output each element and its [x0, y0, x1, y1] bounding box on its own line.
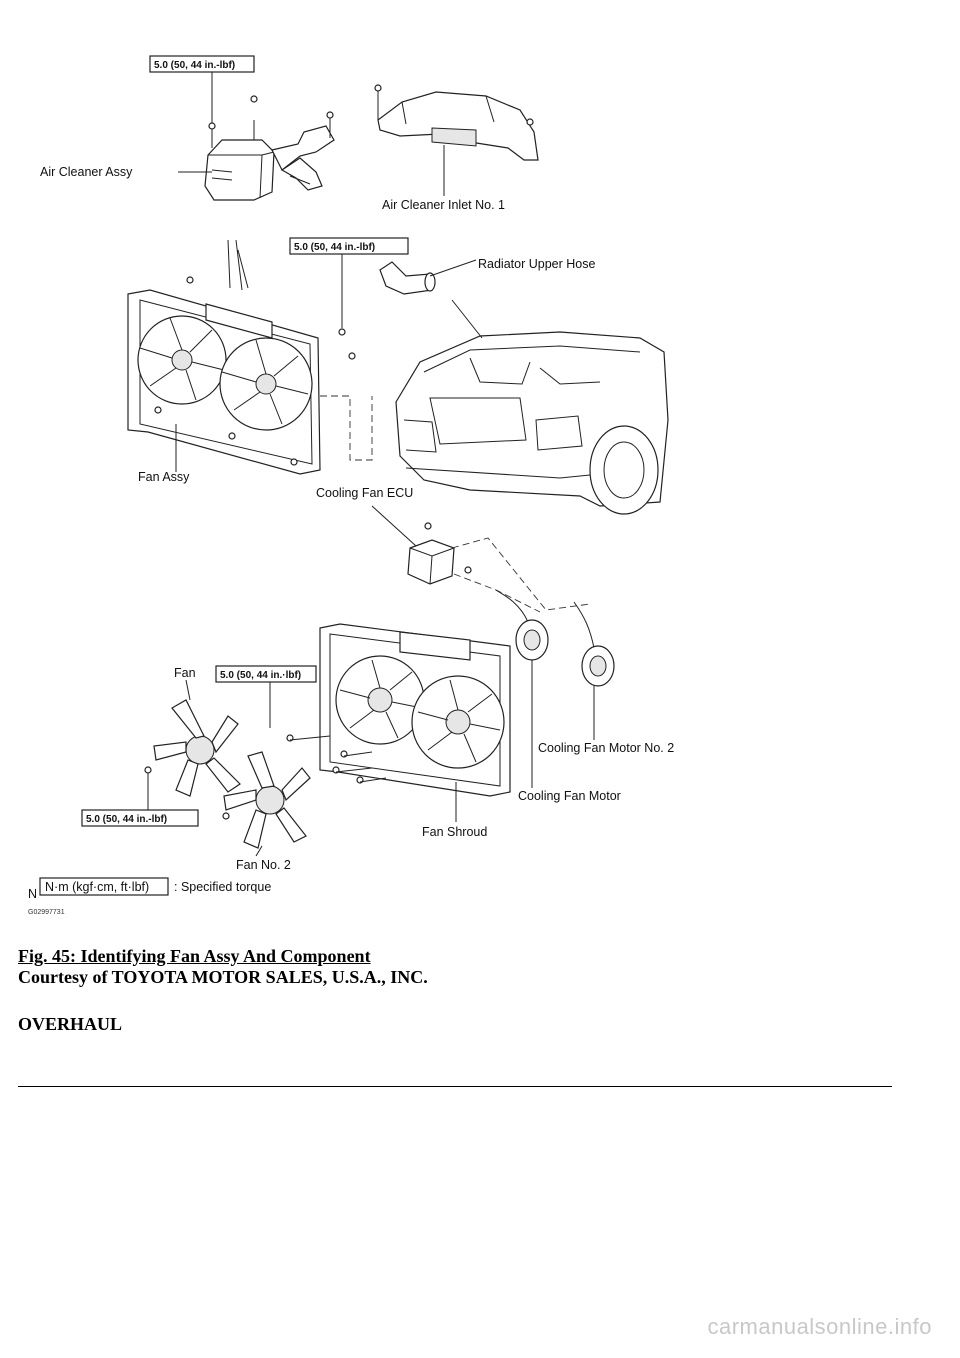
legend-unit-box: N·m (kgf·cm, ft·lbf) [45, 880, 149, 894]
air-cleaner-torque-value: 5.0 (50, 44 in.-lbf) [154, 60, 235, 71]
cooling-fan-ecu-drawing [371, 505, 591, 613]
fan-no2-label: Fan No. 2 [236, 858, 291, 872]
fan-shroud-torque-box: 5.0 (50, 44 in.·lbf) [215, 665, 317, 728]
fan-assy-label: Fan Assy [138, 470, 190, 484]
fan-nut-torque-box: 5.0 (50, 44 in.-lbf) [81, 809, 199, 827]
fan-shroud-torque-value: 5.0 (50, 44 in.·lbf) [220, 670, 301, 681]
cooling-fan-motor-label: Cooling Fan Motor [518, 789, 621, 803]
radiator-upper-hose-label: Radiator Upper Hose [478, 257, 595, 271]
air-cleaner-inlet-label: Air Cleaner Inlet No. 1 [382, 198, 505, 212]
air-cleaner-assy-label: Air Cleaner Assy [40, 165, 133, 179]
figure-title: Fig. 45: Identifying Fan Assy And Compon… [18, 946, 371, 966]
fan-shroud-label: Fan Shroud [422, 825, 487, 839]
figure-credit: Courtesy of TOYOTA MOTOR SALES, U.S.A., … [18, 967, 428, 987]
figure-caption: Fig. 45: Identifying Fan Assy And Compon… [18, 946, 918, 988]
figure-code: G02997731 [28, 909, 65, 916]
vehicle-drawing [395, 299, 669, 515]
legend-marker: N [28, 887, 37, 901]
fan-label: Fan [174, 666, 196, 680]
torque-legend: N N·m (kgf·cm, ft·lbf) : Specified torqu… [28, 877, 271, 901]
legend-meaning: : Specified torque [174, 880, 271, 894]
exploded-diagram: 5.0 (50, 44 in.-lbf) Air Cleaner Assy Ai… [28, 55, 674, 916]
cooling-fan-motors-drawing [495, 589, 615, 788]
fan-shroud-drawing [286, 623, 511, 822]
air-cleaner-torque-box: 5.0 (50, 44 in.-lbf) [149, 55, 255, 73]
fan-nut-torque-value: 5.0 (50, 44 in.-lbf) [86, 814, 167, 825]
air-cleaner-assembly-drawing [204, 70, 335, 201]
fan-assy-drawing [127, 239, 373, 475]
watermark: carmanualsonline.info [707, 1314, 932, 1339]
horizontal-rule [18, 1086, 892, 1087]
cooling-fan-motor-no2-label: Cooling Fan Motor No. 2 [538, 741, 674, 755]
air-cleaner-inlet-drawing [374, 84, 539, 196]
fan-drawing [144, 679, 241, 812]
section-heading: OVERHAUL [18, 1014, 123, 1034]
cooling-fan-ecu-label: Cooling Fan ECU [316, 486, 413, 500]
fan-no2-drawing [222, 751, 311, 857]
fan-assy-torque-box: 5.0 (50, 44 in.-lbf) [289, 237, 409, 328]
fan-assy-torque-value: 5.0 (50, 44 in.-lbf) [294, 242, 375, 253]
radiator-upper-hose-drawing [379, 259, 477, 295]
